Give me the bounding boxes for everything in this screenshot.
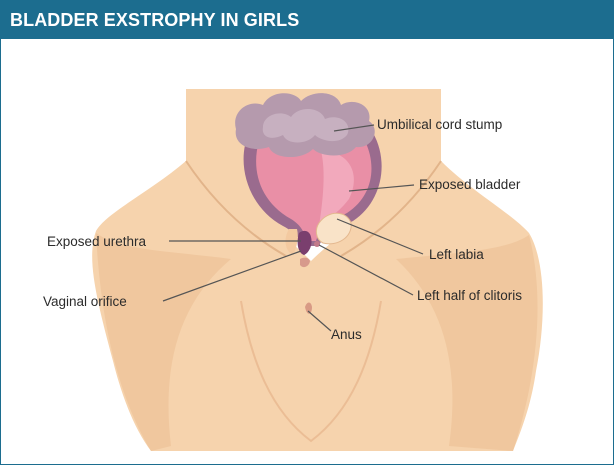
label-umbilical-cord-stump: Umbilical cord stump: [377, 117, 502, 132]
label-exposed-bladder: Exposed bladder: [419, 177, 521, 192]
figure-header: BLADDER EXSTROPHY IN GIRLS: [1, 1, 613, 39]
figure-title: BLADDER EXSTROPHY IN GIRLS: [10, 10, 299, 31]
clitoris-shape: [314, 241, 320, 247]
label-exposed-urethra: Exposed urethra: [47, 234, 147, 249]
label-left-labia: Left labia: [429, 247, 484, 262]
anatomy-illustration: Umbilical cord stump Exposed bladder Exp…: [1, 39, 613, 464]
label-vaginal-orifice: Vaginal orifice: [43, 294, 127, 309]
label-anus: Anus: [331, 327, 362, 342]
label-left-half-of-clitoris: Left half of clitoris: [417, 288, 522, 303]
